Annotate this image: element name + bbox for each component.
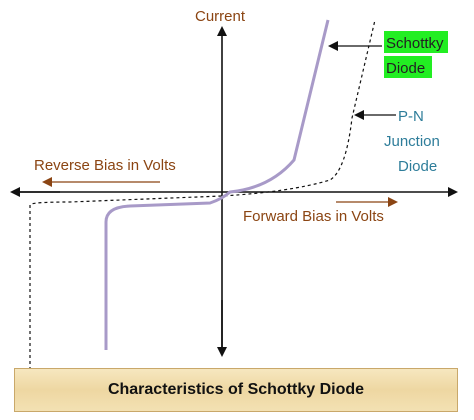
reverse-bias-label: Reverse Bias in Volts [34,157,176,174]
pn-junction-curve [29,19,376,370]
schottky-label-line1: Schottky [386,35,444,52]
schottky-highlight-2 [384,56,432,78]
schottky-curve [104,19,330,350]
pn-label-line2: Junction [384,133,440,150]
caption-banner: Characteristics of Schottky Diode [14,368,458,412]
schottky-label-line2: Diode [386,60,425,77]
caption-text: Characteristics of Schottky Diode [107,381,365,398]
schottky-highlight-1 [384,31,448,53]
pn-label-line3: Diode [398,158,437,175]
pn-label-line1: P-N [398,108,424,125]
forward-bias-label: Forward Bias in Volts [243,208,384,225]
current-label: Current [195,8,246,25]
